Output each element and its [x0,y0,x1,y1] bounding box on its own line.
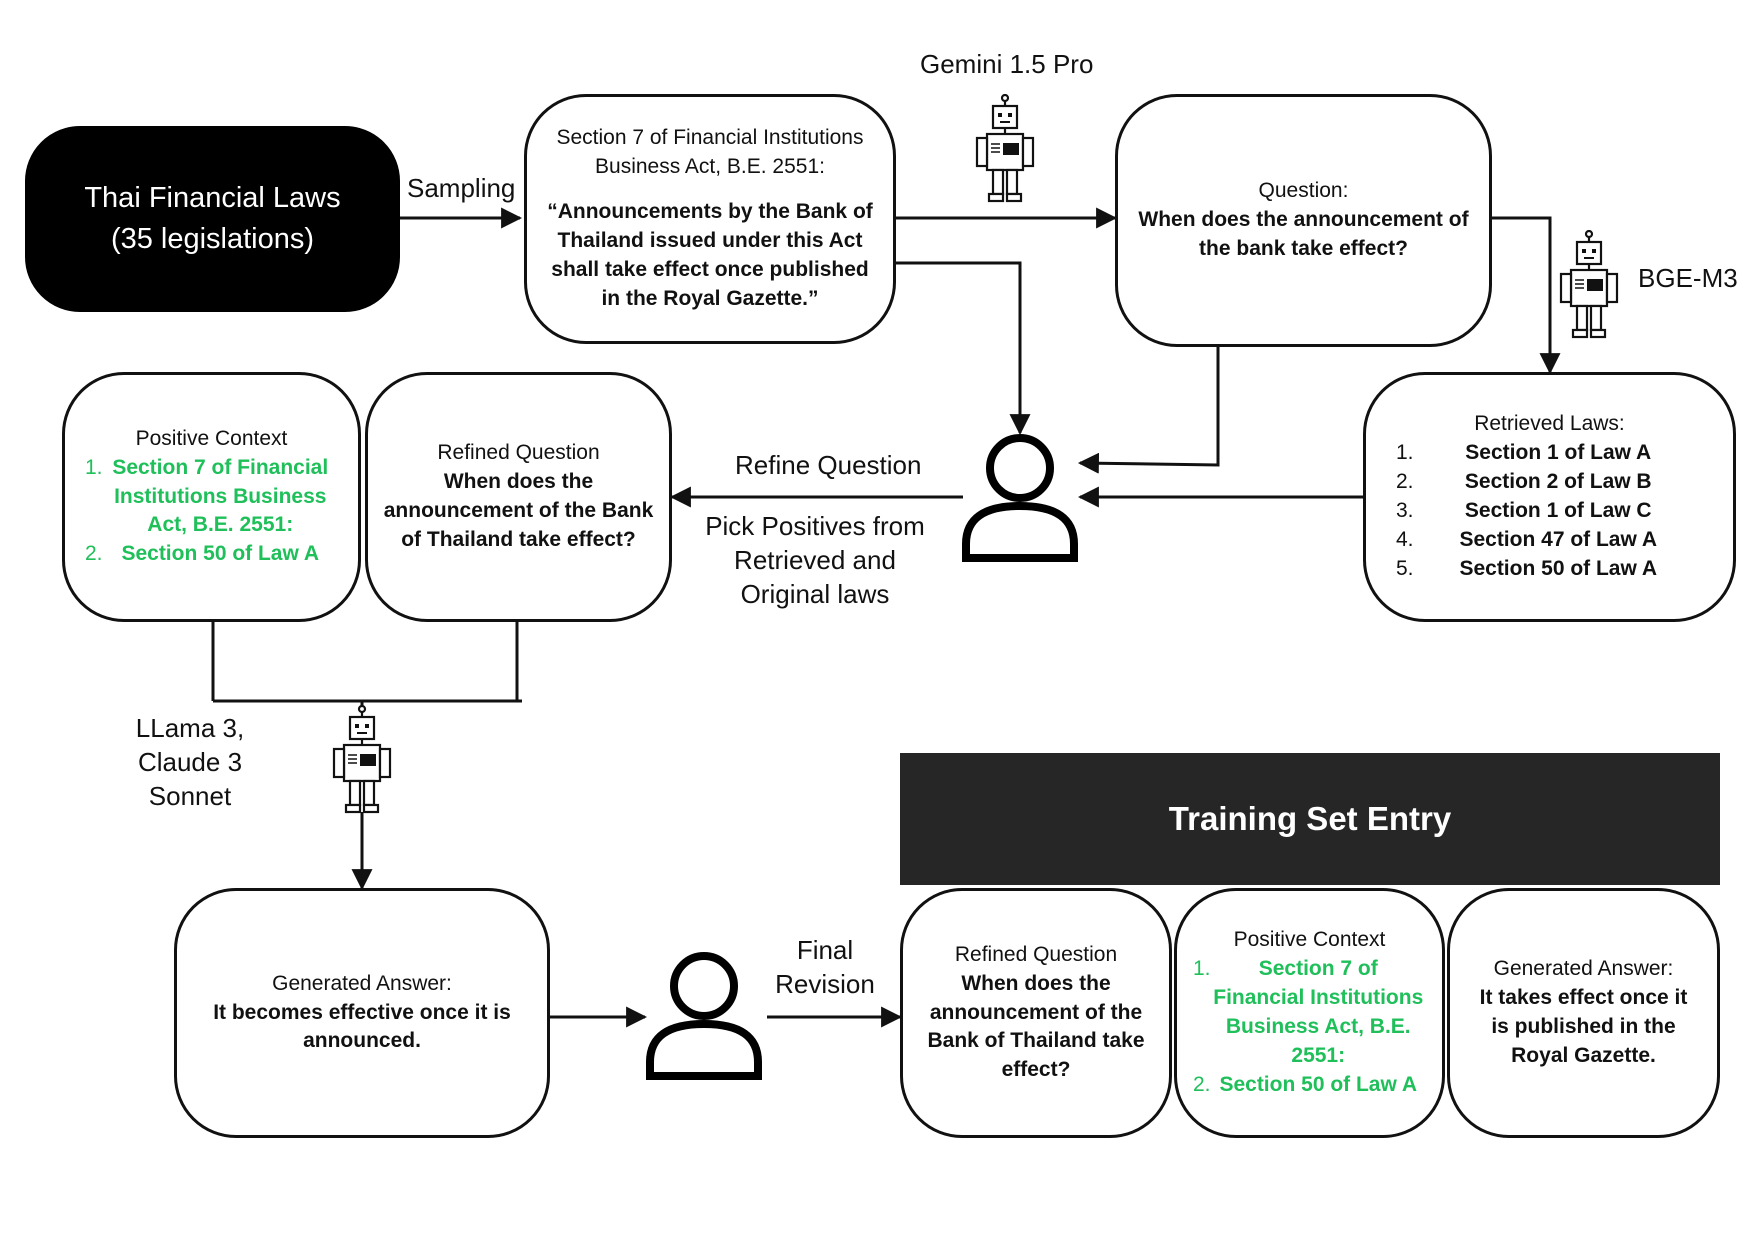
sampling-label: Sampling [407,173,516,203]
refined-heading: Refined Question [437,441,600,465]
list-number: 3. [1396,499,1414,522]
person-icon [646,952,762,1080]
retrieved-list: 1. Section 1 of Law A 2. Section 2 of La… [1396,439,1703,584]
pick-line: Retrieved and [734,544,896,575]
positive-context-box: Positive Context 1. Section 7 of Financi… [62,372,361,622]
list-item: 2. Section 50 of Law A [1193,1071,1426,1100]
training-answer-text: It takes effect once it is published in … [1479,986,1688,1067]
training-set-title: Training Set Entry [1168,800,1452,837]
source-title: Thai Financial Laws [84,182,341,215]
positive-list: 1. Section 7 of Financial Institutions B… [85,454,338,570]
training-set-banner: Training Set Entry [900,753,1720,885]
list-number: 1. [1193,957,1211,981]
gemini-label: Gemini 1.5 Pro [920,49,1094,79]
arrow-law-to-person [896,261,1031,436]
sampled-law-box: Section 7 of Financial Institutions Busi… [524,94,896,344]
llm-line: Sonnet [148,780,232,811]
pick-positives-label: Pick Positives from Retrieved and Origin… [700,510,930,611]
retrieved-laws-box: Retrieved Laws: 1. Section 1 of Law A 2.… [1363,372,1736,622]
question-heading: Question: [1258,179,1349,203]
list-number: 4. [1396,527,1414,551]
list-text: Section 7 of Financial Institutions Busi… [112,455,329,537]
refine-question-label: Refine Question [735,450,922,480]
training-refined-box: Refined Question When does the announcem… [900,888,1172,1138]
list-item: 2. Section 2 of Law B [1396,468,1703,497]
list-item: 1. Section 7 of Financial Institutions B… [1193,955,1426,1071]
list-text: Section 50 of Law A [121,542,320,566]
list-text: Section 2 of Law B [1464,470,1652,494]
list-number: 2. [1396,470,1414,494]
list-item: 3. Section 1 of Law C [1396,497,1703,526]
refined-question-box: Refined Question When does the announcem… [365,372,672,622]
list-item: 2. Section 50 of Law A [85,540,338,569]
training-positive-box: Positive Context 1. Section 7 of Financi… [1174,888,1445,1138]
list-text: Section 50 of Law A [1459,556,1658,580]
final-line: Revision [775,968,875,999]
list-number: 5. [1396,556,1414,580]
list-number: 2. [1193,1072,1211,1096]
sampled-law-heading: Section 7 of Financial Institutions Busi… [556,126,864,179]
list-text: Section 1 of Law C [1464,499,1652,522]
pick-line: Pick Positives from [705,511,925,541]
bge-label: BGE-M3 [1638,263,1738,293]
final-revision-label: Final Revision [765,934,885,1002]
llm-label: LLama 3, Claude 3 Sonnet [125,712,255,813]
question-box: Question: When does the announcement of … [1115,94,1492,347]
generated-answer-box: Generated Answer: It becomes effective o… [174,888,550,1138]
list-number: 1. [1396,441,1414,465]
generated-heading: Generated Answer: [272,971,452,995]
person-icon [962,434,1078,562]
refined-text: When does the announcement of the Bank o… [383,470,654,551]
question-text: When does the announcement of the bank t… [1138,208,1469,260]
positive-heading: Positive Context [135,426,288,450]
training-refined-text: When does the announcement of the Bank o… [927,971,1145,1082]
training-answer-heading: Generated Answer: [1493,957,1674,981]
list-text: Section 50 of Law A [1219,1072,1418,1096]
robot-icon [1559,230,1619,339]
list-number: 1. [85,455,103,479]
list-item: 1. Section 7 of Financial Institutions B… [85,454,338,541]
arrow-question-to-person [1077,347,1220,474]
sampled-law-quote: “Announcements by the Bank of Thailand i… [547,200,873,310]
llm-line: Claude 3 [137,746,243,777]
list-item: 4. Section 47 of Law A [1396,526,1703,555]
training-answer-box: Generated Answer: It takes effect once i… [1447,888,1720,1138]
training-refined-heading: Refined Question [954,942,1118,966]
llm-line: LLama 3, [135,713,245,743]
list-number: 2. [85,542,103,566]
list-item: 5. Section 50 of Law A [1396,555,1703,584]
retrieved-heading: Retrieved Laws: [1474,412,1625,436]
final-line: Final [796,935,854,965]
list-item: 1. Section 1 of Law A [1396,439,1703,468]
list-text: Section 1 of Law A [1465,441,1652,465]
robot-icon [975,94,1035,203]
generated-text: It becomes effective once it is announce… [213,1000,511,1053]
training-positive-list: 1. Section 7 of Financial Institutions B… [1193,955,1426,1100]
source-subtitle: (35 legislations) [110,223,315,255]
list-text: Section 7 of Financial Institutions Busi… [1213,957,1424,1067]
training-positive-heading: Positive Context [1233,928,1386,952]
pick-line: Original laws [740,578,890,609]
thai-financial-laws-box: Thai Financial Laws (35 legislations) [25,126,400,312]
robot-icon [332,705,392,814]
arrow-question-to-retrieved [1492,216,1561,375]
list-text: Section 47 of Law A [1459,527,1658,551]
